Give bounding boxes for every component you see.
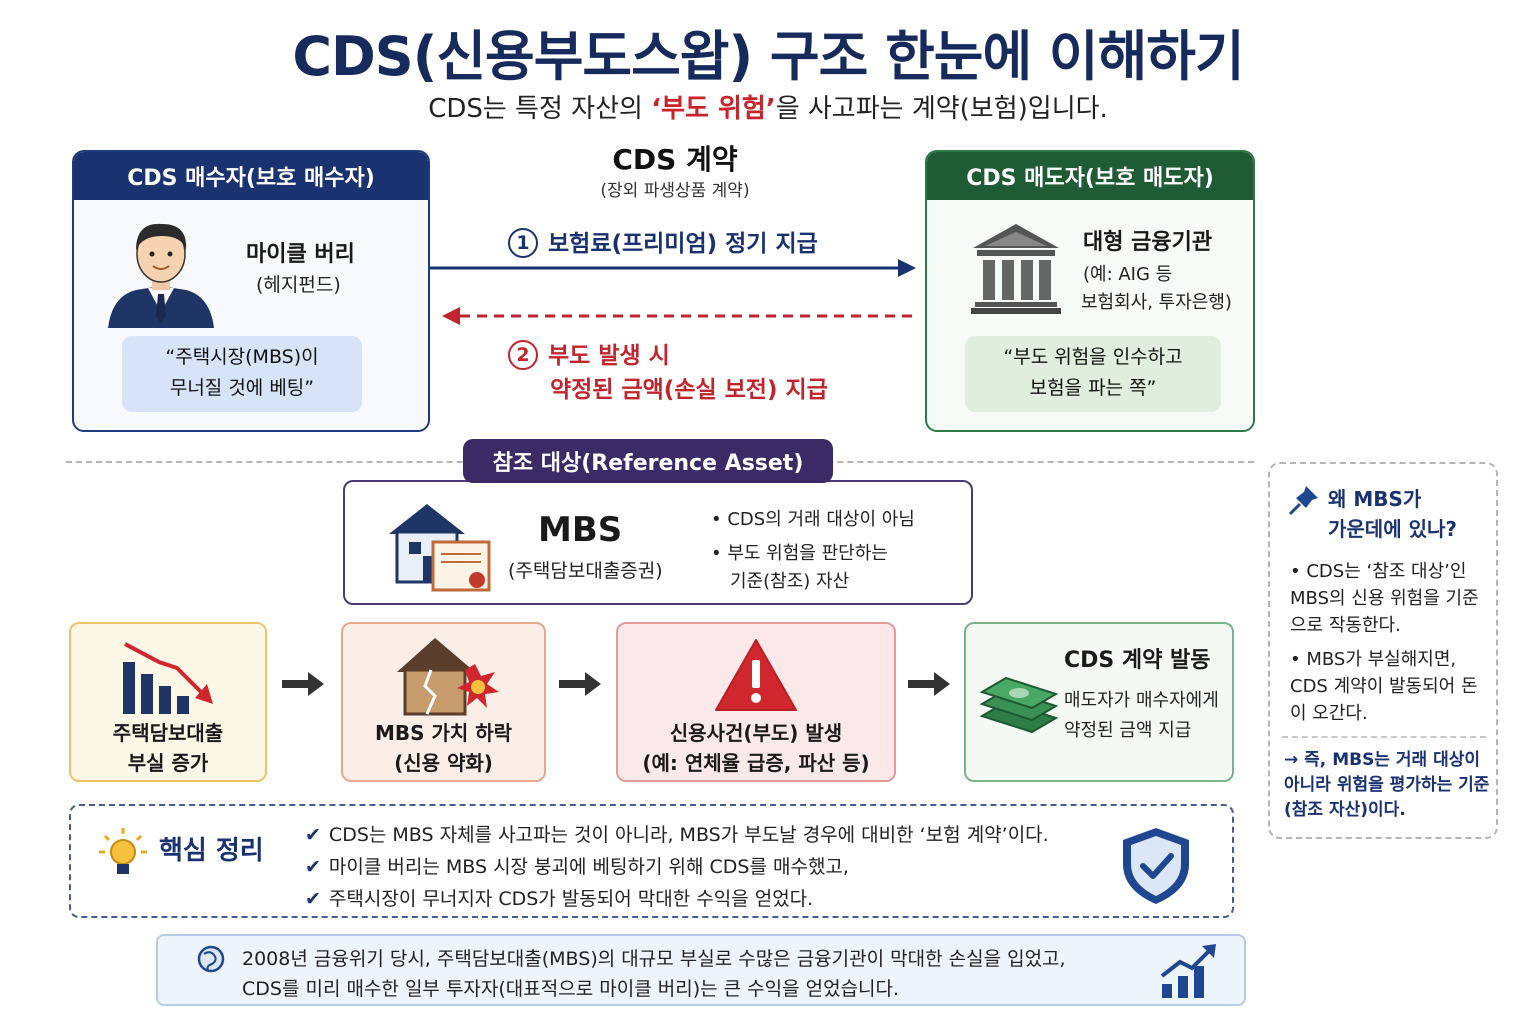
reference-asset-box: MBS (주택담보대출증권) • CDS의 거래 대상이 아님 • 부도 위험을… — [343, 480, 973, 605]
flow-step-credit-event: 신용사건(부도) 발생 (예: 연체율 급증, 파산 등) — [616, 622, 896, 782]
flow-step-mbs-decline: MBS 가치 하락 (신용 약화) — [341, 622, 546, 782]
why-mbs-separator — [1282, 736, 1486, 738]
money-stack-icon — [979, 676, 1058, 734]
why-mbs-conclusion: → 즉, MBS는 거래 대상이 아니라 위험을 평가하는 기준(참조 자산)이… — [1284, 750, 1490, 820]
reference-full-name: (주택담보대출증권) — [508, 560, 663, 582]
buyer-role: (헤지펀드) — [256, 274, 341, 296]
summary-item-3: ✔주택시장이 무너지자 CDS가 발동되어 막대한 수익을 얻었다. — [305, 888, 814, 910]
buyer-box: CDS 매수자(보호 매수자) 마이클 버리 (헤지펀드) “주택시장(MBS)… — [72, 150, 430, 432]
premium-arrow — [430, 259, 916, 277]
seller-name: 대형 금융기관 — [1083, 230, 1213, 255]
flow-step-4-line1: 매도자가 매수자에게 — [1064, 690, 1219, 711]
key-summary-box: 핵심 정리 ✔CDS는 MBS 자체를 사고파는 것이 아니라, MBS가 부도… — [69, 804, 1234, 918]
flow-step-2-line1: MBS 가치 하락 — [374, 721, 513, 745]
flow-arrow-2 — [559, 672, 601, 696]
why-mbs-title: 왜 MBS가 가운데에 있나? — [1328, 487, 1457, 541]
step2-number: 2 — [508, 340, 538, 370]
check-icon: ✔ — [305, 888, 321, 910]
buyer-quote: “주택시장(MBS)이 무너질 것에 베팅” — [122, 336, 362, 412]
check-icon: ✔ — [305, 856, 321, 878]
reference-asset-tag: 참조 대상(Reference Asset) — [463, 439, 833, 483]
why-mbs-bullet-1: • CDS는 ‘참조 대상’인 MBS의 신용 위험을 기준으로 작동한다. — [1290, 561, 1479, 636]
growth-chart-icon — [1160, 944, 1216, 998]
subtitle-highlight: ‘부도 위험’ — [651, 94, 776, 124]
check-icon: ✔ — [305, 824, 321, 846]
flow-arrow-1 — [282, 672, 324, 696]
flow-step-2-line2: (신용 약화) — [394, 751, 493, 775]
history-note-line1: 2008년 금융위기 당시, 주택담보대출(MBS)의 대규모 부실로 수많은 … — [242, 948, 1066, 970]
contract-title: CDS 계약 — [612, 143, 738, 176]
broken-house-icon — [397, 638, 499, 716]
summary-item-2: ✔마이클 버리는 MBS 시장 붕괴에 베팅하기 위해 CDS를 매수했고, — [305, 856, 849, 878]
seller-header: CDS 매도자(보호 매도자) — [927, 152, 1253, 200]
step1-number: 1 — [508, 228, 538, 258]
flow-step-1-line2: 부실 증가 — [127, 751, 209, 775]
buyer-name: 마이클 버리 — [246, 242, 355, 267]
contract-subtitle: (장외 파생상품 계약) — [600, 181, 750, 201]
flow-step-loan-defaults: 주택담보대출 부실 증가 — [69, 622, 267, 782]
declining-chart-icon — [123, 642, 213, 714]
step2-label-line2: 약정된 금액(손실 보전) 지급 — [550, 377, 828, 403]
reference-bullet-2-line2: 기준(참조) 자산 — [730, 571, 850, 592]
flow-step-3-line2: (예: 연체율 급증, 파산 등) — [642, 751, 870, 775]
seller-example-line2: 보험회사, 투자은행) — [1081, 292, 1232, 313]
lightbulb-icon — [99, 828, 147, 874]
history-note-line2: CDS를 미리 매수한 일부 투자자(대표적으로 마이클 버리)는 큰 수익을 … — [242, 978, 900, 1000]
pushpin-icon — [1288, 486, 1318, 516]
summary-item-1: ✔CDS는 MBS 자체를 사고파는 것이 아니라, MBS가 부도날 경우에 … — [305, 824, 1049, 846]
flow-step-4-title: CDS 계약 발동 — [1064, 648, 1211, 673]
flow-step-3-line1: 신용사건(부도) 발생 — [669, 721, 843, 745]
reference-name: MBS — [538, 510, 623, 550]
why-mbs-bullet-2: • MBS가 부실해지면, CDS 계약이 발동되어 돈이 오간다. — [1290, 649, 1478, 724]
flow-step-1-line1: 주택담보대출 — [112, 721, 224, 745]
shield-check-icon — [1123, 828, 1189, 904]
buyer-header: CDS 매수자(보호 매수자) — [74, 152, 428, 200]
seller-box: CDS 매도자(보호 매도자) 대형 금융기관 (예: AIG 등 보험회사, … — [925, 150, 1255, 432]
globe-icon — [197, 945, 225, 973]
summary-title: 핵심 정리 — [159, 836, 264, 866]
flow-arrow-3 — [908, 672, 950, 696]
house-document-icon — [389, 504, 491, 592]
bank-icon — [971, 224, 1061, 314]
page-subtitle: CDS는 특정 자산의 ‘부도 위험’을 사고파는 계약(보험)입니다. — [428, 94, 1108, 124]
seller-quote: “부도 위험을 인수하고 보험을 파는 쪽” — [965, 336, 1221, 412]
flow-step-cds-trigger: CDS 계약 발동 매도자가 매수자에게 약정된 금액 지급 — [964, 622, 1234, 782]
seller-example: (예: AIG 등 — [1083, 264, 1173, 285]
flow-step-4-line2: 약정된 금액 지급 — [1064, 720, 1192, 741]
history-note: 2008년 금융위기 당시, 주택담보대출(MBS)의 대규모 부실로 수많은 … — [156, 934, 1246, 1006]
page-title: CDS(신용부도스왑) 구조 한눈에 이해하기 — [292, 25, 1244, 88]
warning-icon — [715, 639, 797, 711]
reference-bullet-1: • CDS의 거래 대상이 아님 — [711, 509, 915, 530]
why-mbs-panel: 왜 MBS가 가운데에 있나? • CDS는 ‘참조 대상’인 MBS의 신용 … — [1268, 462, 1498, 839]
businessman-icon — [108, 223, 214, 328]
reference-bullet-2: • 부도 위험을 판단하는 — [711, 543, 888, 564]
payout-arrow — [442, 307, 918, 325]
